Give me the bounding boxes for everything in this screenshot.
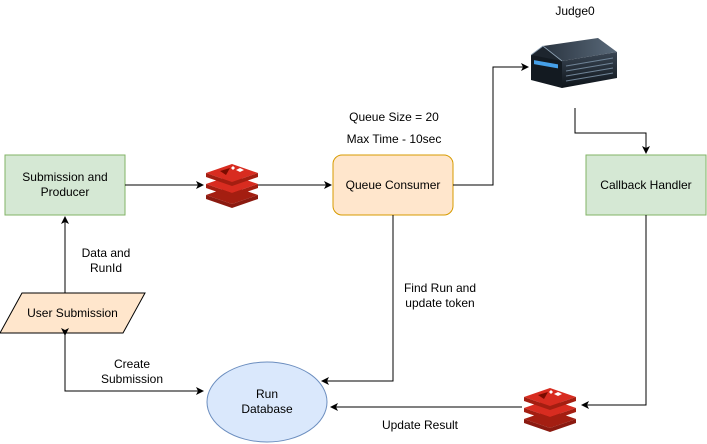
edge-judge0-to-callback — [574, 108, 650, 154]
producer-box — [4, 154, 126, 216]
max-time-label: Max Time - 10sec — [346, 132, 442, 146]
edge-consumer-to-database — [321, 215, 394, 385]
callback-box — [585, 154, 707, 216]
server-icon — [530, 38, 617, 88]
edge-database-user-bidirectional — [61, 328, 204, 395]
find-run-label: Find Run and update token — [403, 281, 477, 310]
redis-icon — [206, 164, 258, 208]
queue-size-label: Queue Size = 20 — [349, 110, 439, 124]
edge-callback-to-redis — [581, 215, 647, 409]
user-submission-label: User Submission — [27, 305, 118, 320]
create-submission-label: Create Submission — [100, 357, 164, 386]
data-runid-label: Data and RunId — [81, 246, 131, 275]
run-database-label: Run Database — [241, 387, 293, 416]
callback-label: Callback Handler — [600, 177, 692, 192]
producer-label: Submission and Producer — [22, 170, 108, 199]
consumer-label: Queue Consumer — [345, 177, 441, 192]
judge0-label: Judge0 — [555, 4, 595, 18]
edge-consumer-to-judge0 — [453, 63, 529, 186]
update-result-label: Update Result — [381, 418, 459, 432]
redis-icon — [524, 388, 576, 432]
run-database-ellipse — [206, 361, 328, 443]
